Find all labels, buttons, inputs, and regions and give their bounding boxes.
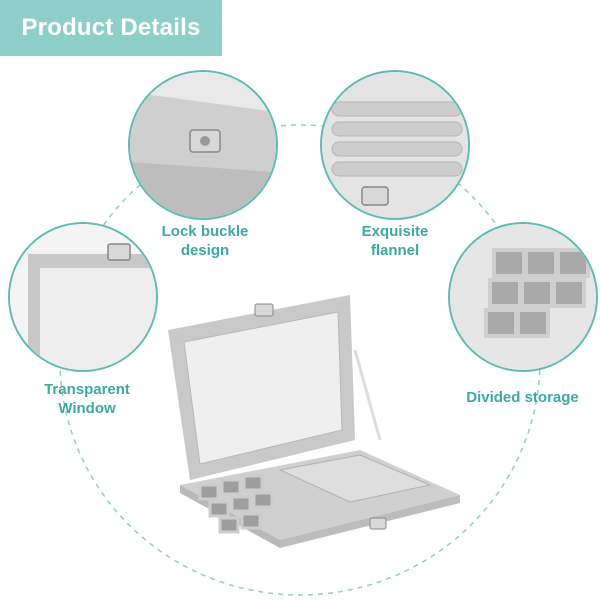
divided-storage-label: Divided storage — [466, 389, 579, 406]
lock-buckle-detail-image — [128, 70, 278, 220]
window-detail-image — [8, 222, 158, 372]
lock-buckle-label: Lock buckle design — [161, 223, 249, 259]
storage-detail-image — [448, 222, 598, 372]
title-banner: Product Details — [0, 0, 222, 56]
jewelry-box-product-image — [168, 295, 460, 548]
page-title: Product Details — [21, 14, 201, 41]
flannel-label: Exquisite flannel — [361, 223, 429, 259]
transparent-window-label: Transparent Window — [44, 381, 130, 417]
flannel-detail-image — [320, 70, 470, 220]
